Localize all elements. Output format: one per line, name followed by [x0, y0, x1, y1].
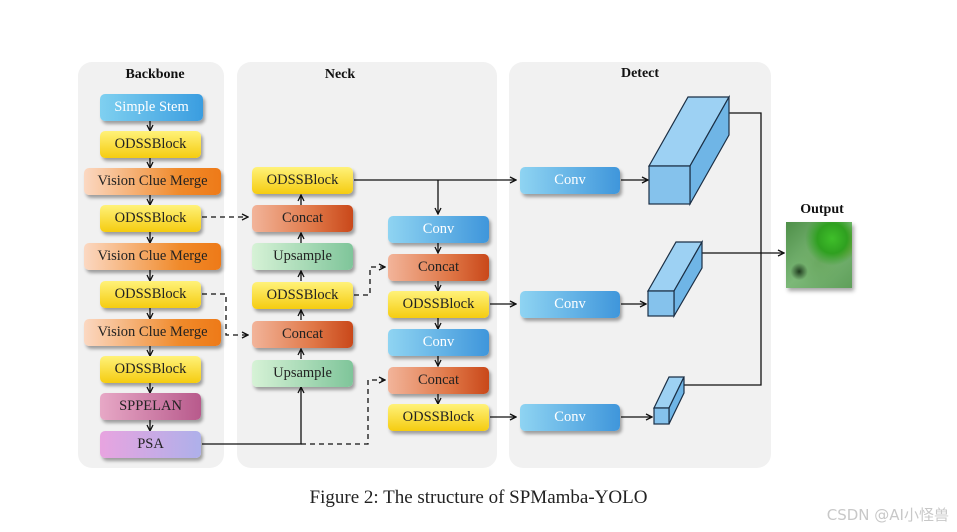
fmap-small-front	[653, 407, 670, 425]
backbone-odssblock-1: ODSSBlock	[100, 131, 201, 158]
output-image	[786, 222, 852, 288]
feature-map-small	[653, 376, 685, 425]
detect-conv-3: Conv	[520, 404, 620, 431]
fmap1-to-bus-line	[684, 112, 762, 386]
neck-right-odssblock-2: ODSSBlock	[388, 404, 489, 431]
neck-right-odssblock-1: ODSSBlock	[388, 291, 489, 318]
figure-caption: Figure 2: The structure of SPMamba-YOLO	[309, 487, 648, 508]
neck-right-concat-2: Concat	[388, 367, 489, 394]
backbone-odssblock-3: ODSSBlock	[100, 281, 201, 308]
backbone-vision-clue-merge-2: Vision Clue Merge	[84, 243, 221, 270]
backbone-vision-clue-merge-1: Vision Clue Merge	[84, 168, 221, 195]
neck-right-conv-2: Conv	[388, 329, 489, 356]
feature-map-medium	[646, 239, 704, 319]
skip-odss2-to-concat	[202, 293, 248, 335]
psa-to-upsample-line	[202, 387, 301, 445]
neck-left-concat-1: Concat	[252, 205, 353, 232]
neck-left-odssblock-2: ODSSBlock	[252, 282, 353, 309]
skip-neck-odss-to-concat	[354, 267, 385, 296]
backbone-sppelan: SPPELAN	[100, 393, 201, 420]
neck-right-conv-1: Conv	[388, 216, 489, 243]
neck-left-odssblock-1: ODSSBlock	[252, 167, 353, 194]
backbone-odssblock-2: ODSSBlock	[100, 205, 201, 232]
neck-left-concat-2: Concat	[252, 321, 353, 348]
neck-left-upsample-2: Upsample	[252, 360, 353, 387]
feature-map-large	[647, 94, 731, 207]
backbone-odssblock-4: ODSSBlock	[100, 356, 201, 383]
fmap-medium-front	[647, 290, 675, 317]
backbone-psa: PSA	[100, 431, 201, 458]
detect-conv-1: Conv	[520, 167, 620, 194]
skip-psa-to-concat	[301, 380, 385, 445]
fmap-large-front	[648, 165, 691, 205]
detect-conv-2: Conv	[520, 291, 620, 318]
neck-title: Neck	[324, 67, 356, 82]
neck-right-concat-1: Concat	[388, 254, 489, 281]
backbone-vision-clue-merge-3: Vision Clue Merge	[84, 319, 221, 346]
output-label: Output	[800, 202, 844, 217]
neck-left-upsample-1: Upsample	[252, 243, 353, 270]
backbone-simple-stem: Simple Stem	[100, 94, 203, 121]
backbone-title: Backbone	[125, 67, 185, 82]
detect-title: Detect	[620, 66, 660, 81]
watermark: CSDN @AI小怪兽	[826, 506, 949, 524]
